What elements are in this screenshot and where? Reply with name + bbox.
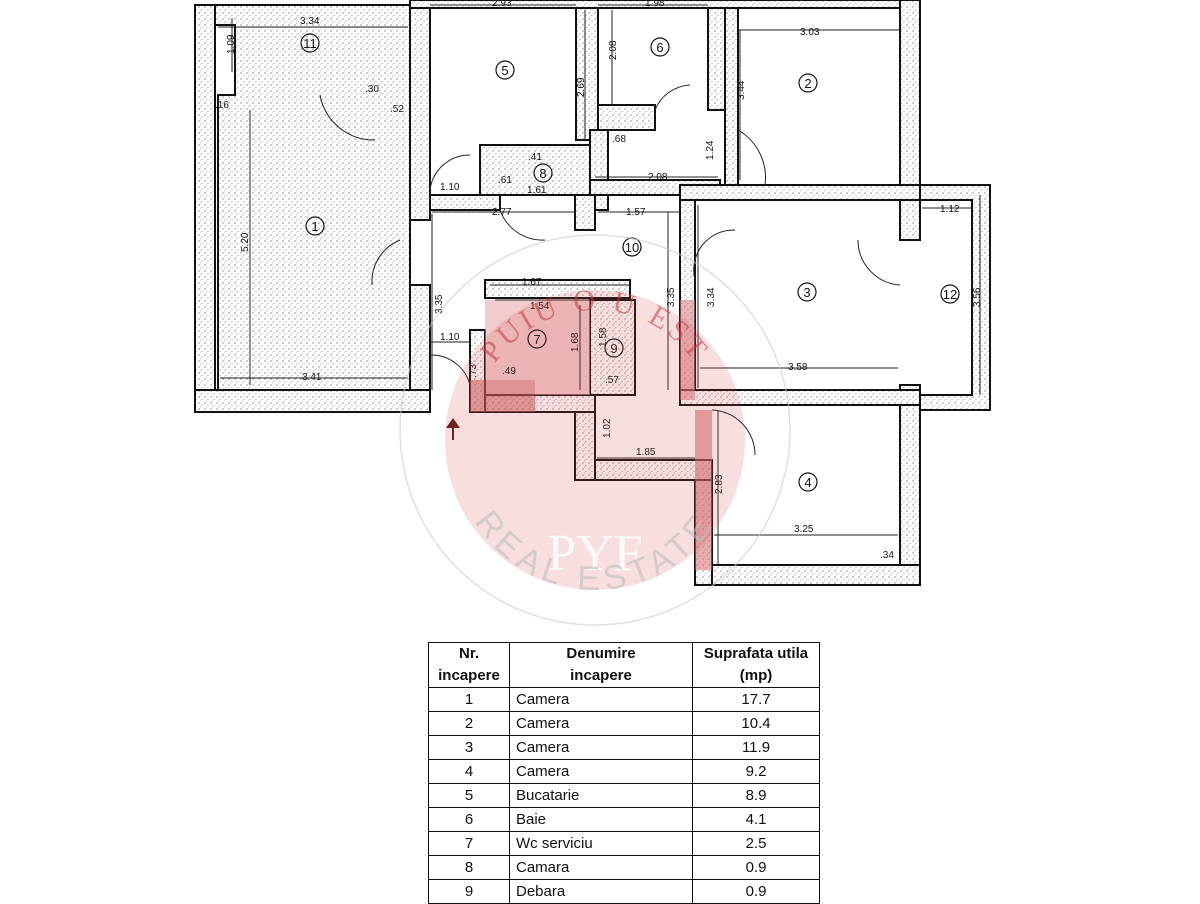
room-marker: 2	[798, 73, 818, 93]
svg-text:3: 3	[803, 285, 810, 300]
dim-label: 1.67	[522, 277, 542, 288]
dim-label: 1.10	[440, 182, 460, 193]
dim-label: .52	[390, 104, 404, 115]
dim-label: 3.25	[794, 524, 814, 535]
dim-label: 1.12	[940, 204, 960, 215]
room-marker: 6	[650, 37, 670, 57]
room-marker: 4	[798, 472, 818, 492]
dim-label: 3.35	[434, 294, 445, 314]
dim-label: 1.54	[530, 301, 550, 312]
svg-text:9: 9	[610, 341, 617, 356]
svg-text:4: 4	[804, 475, 811, 490]
dim-label: 1.68	[570, 332, 581, 352]
dim-label: 2.08	[608, 40, 619, 60]
dim-label: 1.58	[598, 327, 609, 347]
dim-label: 1.61	[527, 185, 547, 196]
entrance-arrow-icon	[446, 418, 460, 440]
dim-label: 5.20	[240, 232, 251, 252]
dim-label: 3.56	[972, 287, 983, 307]
dim-label: 3.44	[736, 80, 747, 100]
dim-label: 1.02	[602, 418, 613, 438]
header-suprafata: Suprafata utila(mp)	[692, 642, 820, 688]
dim-label: 3.34	[706, 287, 717, 307]
dim-label: .41	[528, 152, 542, 163]
dim-label: .73	[468, 364, 479, 378]
header-nr: Nr.incapere	[428, 642, 510, 688]
svg-text:1: 1	[311, 219, 318, 234]
dim-label: 3.03	[800, 27, 820, 38]
dim-label: .61	[498, 175, 512, 186]
dim-label: 2.69	[576, 77, 587, 97]
dim-label: .16	[215, 100, 229, 111]
svg-text:8: 8	[539, 166, 546, 181]
svg-text:11: 11	[303, 36, 317, 51]
svg-text:6: 6	[656, 40, 663, 55]
dim-label: 1.57	[626, 207, 646, 218]
floor-plan: 3.34 1.09 2.93 2.69 1.98 2.08 3.03 3.44 …	[194, 0, 991, 586]
svg-text:7: 7	[533, 332, 540, 347]
dim-label: 1.24	[705, 140, 716, 160]
dim-label: 1.09	[226, 34, 237, 54]
dim-label: .57	[605, 375, 619, 386]
dim-label: 2.83	[714, 474, 725, 494]
svg-text:2: 2	[804, 76, 811, 91]
dim-label: 3.34	[300, 16, 320, 27]
svg-text:12: 12	[943, 287, 957, 302]
dim-label: .49	[502, 366, 516, 377]
svg-text:10: 10	[625, 240, 639, 255]
room-marker: 8	[533, 163, 553, 183]
room-marker: 10	[622, 237, 642, 257]
dim-label: 3.58	[788, 362, 808, 373]
room-marker: 1	[305, 216, 325, 236]
dim-label: 2.08	[648, 172, 668, 183]
dim-label: 1.98	[645, 0, 665, 9]
dim-label: 2.77	[492, 207, 512, 218]
svg-text:5: 5	[501, 63, 508, 78]
dim-label: 3.41	[302, 372, 322, 383]
room-marker: 12	[940, 284, 960, 304]
dim-label: .34	[880, 550, 894, 561]
dim-label: 2.93	[492, 0, 512, 9]
room-marker: 11	[300, 33, 320, 53]
dim-label: 1.10	[440, 332, 460, 343]
dim-label: 1.85	[636, 447, 656, 458]
dim-label: 3.35	[666, 287, 677, 307]
room-marker: 3	[797, 282, 817, 302]
dim-label: .30	[365, 84, 379, 95]
dim-label: .68	[612, 134, 626, 145]
room-marker: 5	[495, 60, 515, 80]
